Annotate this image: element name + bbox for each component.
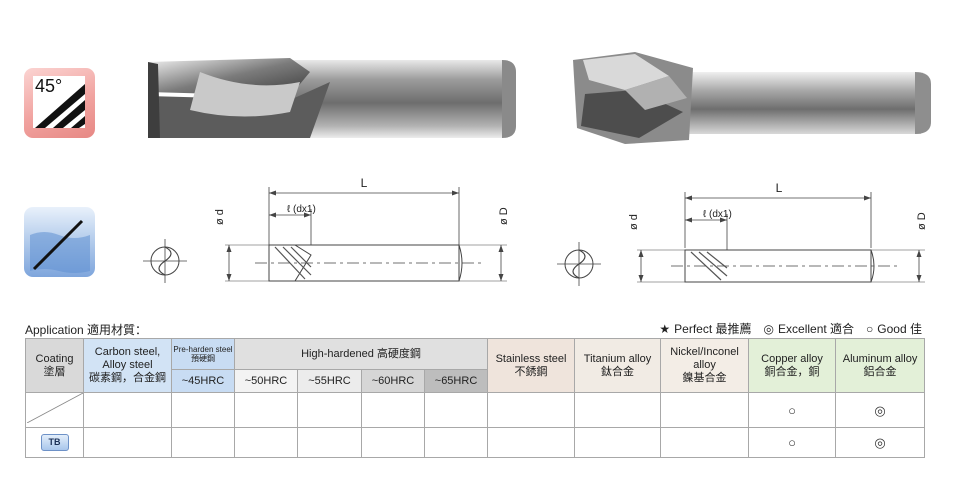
shank-diameter-label: ø D: [916, 212, 928, 230]
length-label: L: [361, 176, 368, 190]
copper-rating: ○: [748, 427, 837, 458]
dry-cut-icon: [24, 207, 95, 277]
hrc-45-header: ~45HRC: [171, 369, 235, 393]
no-coating-slash-icon: [26, 392, 83, 424]
diagonal-stripe-icon: [35, 84, 85, 128]
cut-line-icon: [30, 219, 90, 273]
helix-angle-label: 45°: [35, 76, 63, 96]
length-label: L: [776, 181, 783, 195]
uncoated-cell: [25, 392, 84, 428]
legend-good: ○Good 佳: [866, 322, 922, 336]
end-mill-photo-angled: [573, 52, 931, 144]
hrc-60-header: ~60HRC: [361, 369, 425, 393]
flute-length-label: ℓ (dx1): [703, 209, 732, 220]
rating-legend: ★Perfect 最推薦 ◎Excellent 適合 ○Good 佳: [659, 320, 922, 337]
cutting-diameter-label: ø d: [214, 209, 226, 225]
aluminum-rating: ◎: [835, 427, 926, 458]
end-view-icon: [143, 239, 187, 283]
application-label: Application 適用材質：: [25, 323, 148, 337]
table-row: TB ○ ◎: [25, 427, 926, 458]
end-mill-photo-side: [148, 58, 516, 138]
hrc-65-header: ~65HRC: [423, 369, 489, 393]
end-view-icon: [557, 242, 601, 286]
star-icon: ★: [659, 322, 671, 336]
table-row: ○ ◎: [25, 392, 926, 428]
helix-angle-icon: 45°: [24, 68, 95, 138]
legend-perfect: ★Perfect 最推薦: [659, 322, 752, 336]
coating-cell: TB: [25, 427, 84, 458]
cutting-diameter-label: ø d: [628, 214, 640, 230]
hrc-50-header: ~50HRC: [234, 369, 298, 393]
technical-drawing-right: L ℓ (dx1) ø d ø D: [557, 181, 928, 286]
shank-diameter-label: ø D: [498, 207, 510, 225]
high-hardened-header: High-hardened 高硬度鋼: [233, 338, 489, 370]
legend-excellent: ◎Excellent 適合: [763, 322, 855, 336]
tb-coating-badge: TB: [40, 434, 69, 451]
flute-length-label: ℓ (dx1): [287, 204, 316, 215]
hrc-55-header: ~55HRC: [297, 369, 362, 393]
double-circle-icon: ◎: [763, 322, 775, 336]
helix-angle-panel: 45°: [33, 76, 85, 128]
aluminum-rating: ◎: [835, 392, 926, 428]
copper-rating: ○: [748, 392, 837, 428]
circle-icon: ○: [866, 322, 874, 336]
technical-drawing-left: L ℓ (dx1) ø d ø D: [143, 176, 510, 283]
